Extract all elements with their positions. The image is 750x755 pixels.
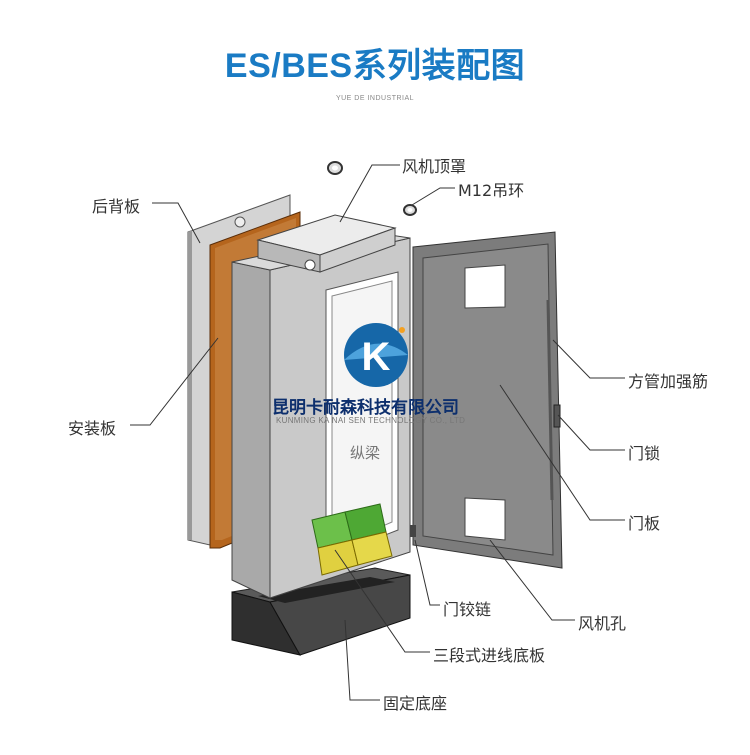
back-panel-hole: [234, 216, 246, 228]
back-panel-edge: [188, 230, 192, 540]
label-m12-ring: M12吊环: [458, 181, 525, 200]
leader-gland: [334, 549, 430, 653]
watermark-company-cn: 昆明卡耐森科技有限公司: [272, 398, 459, 418]
company-logo: K: [344, 323, 408, 387]
leader-rib: [552, 339, 625, 379]
watermark-company-en: KUNMING KA NAI SEN TECHNOLOGY CO., LTD: [276, 416, 466, 425]
leader-base: [344, 619, 380, 701]
door-hinge: [410, 525, 416, 537]
label-mounting-plate: 安装板: [68, 419, 117, 438]
label-door-hinge: 门铰链: [443, 600, 492, 619]
leader-door: [499, 384, 625, 521]
label-longitudinal-beam: 纵梁: [350, 444, 381, 462]
door-lock: [553, 404, 561, 428]
page-title: ES/BES系列装配图: [224, 47, 526, 85]
cabinet-left-side: [231, 261, 271, 599]
leader-lock: [557, 414, 625, 451]
page-subtitle: YUE DE INDUSTRIAL: [335, 95, 415, 102]
label-fan-hole: 风机孔: [578, 614, 627, 633]
leader-m12: [411, 187, 455, 206]
fan-top-cover-hole: [304, 259, 316, 271]
gland-plate-4: [351, 531, 393, 566]
fan-hole-lower: [464, 497, 506, 541]
leader-back-panel: [152, 202, 201, 244]
leader-fan-hole: [489, 539, 575, 621]
m12-ring-1: [327, 161, 343, 175]
base-inner: [258, 577, 395, 603]
logo-letter: K: [362, 335, 391, 379]
leader-mounting-plate: [130, 337, 219, 426]
leader-lines: [130, 164, 625, 701]
label-fixed-base: 固定底座: [383, 694, 448, 713]
label-square-tube-rib: 方管加强筋: [628, 372, 709, 391]
fan-top-cover-side-right: [319, 227, 396, 273]
leader-hinge: [414, 539, 440, 606]
label-fan-top-cover: 风机顶罩: [402, 157, 467, 176]
fan-hole-upper: [464, 264, 506, 309]
label-back-panel: 后背板: [92, 197, 141, 216]
leader-fan-top: [339, 164, 400, 223]
m12-ring-2: [403, 204, 417, 216]
door-rib: [546, 299, 554, 501]
label-door-panel: 门板: [628, 514, 661, 533]
label-three-section-plate: 三段式进线底板: [433, 646, 546, 665]
door-face: [422, 243, 554, 556]
label-door-lock: 门锁: [628, 444, 661, 463]
